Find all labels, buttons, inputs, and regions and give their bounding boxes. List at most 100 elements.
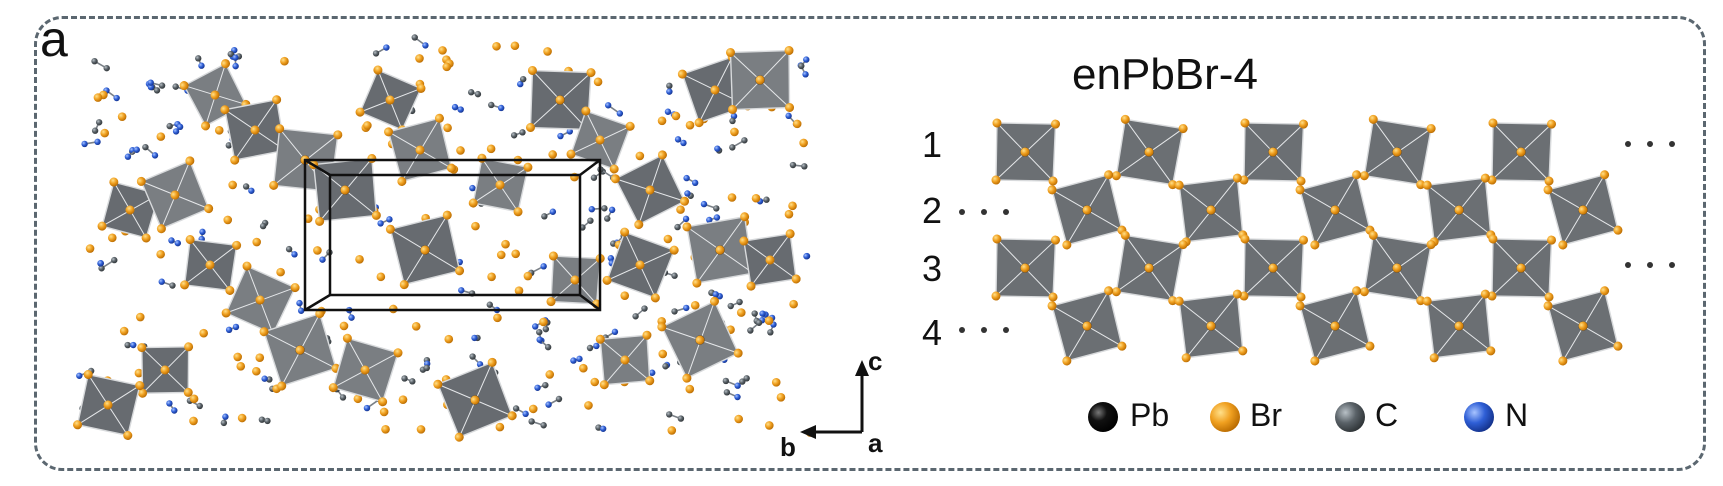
unit-cell-outline xyxy=(303,158,602,312)
br-atom xyxy=(280,56,289,66)
br-atom xyxy=(667,426,677,435)
organic-atom xyxy=(176,123,184,131)
br-atom xyxy=(355,107,365,117)
organic-atom xyxy=(755,319,763,326)
br-atom xyxy=(645,376,655,386)
layer-number-4: 4 xyxy=(922,312,943,353)
br-atom xyxy=(1368,114,1378,124)
organic-atom xyxy=(700,200,708,208)
organic-atom xyxy=(730,112,738,120)
octahedron xyxy=(1047,286,1127,366)
organic-atom xyxy=(734,393,741,401)
organic-atom xyxy=(517,80,524,88)
br-atom xyxy=(595,334,605,344)
organic-atom xyxy=(98,265,105,272)
br-atom xyxy=(1296,176,1306,186)
br-atom xyxy=(1600,170,1610,180)
br-atom xyxy=(1310,356,1320,366)
br-atom xyxy=(590,377,600,387)
br-atom xyxy=(269,180,279,190)
br-atom xyxy=(1544,292,1554,302)
organic-atom xyxy=(91,57,98,65)
organic-atom xyxy=(729,117,736,125)
legend-sphere-br xyxy=(1210,402,1240,432)
br-atom xyxy=(160,365,170,375)
continuation-dots xyxy=(959,141,1675,333)
organic-atom xyxy=(486,301,493,308)
br-atom xyxy=(97,221,107,231)
br-atom xyxy=(685,120,695,130)
br-atom xyxy=(185,156,195,166)
organic-atom xyxy=(751,310,758,317)
br-atom xyxy=(446,163,456,173)
br-atom xyxy=(138,388,148,398)
organic-atom xyxy=(153,87,161,94)
br-atom xyxy=(1352,286,1362,296)
octahedron xyxy=(1487,234,1557,302)
br-atom xyxy=(733,348,743,358)
octahedron xyxy=(566,106,635,174)
br-atom xyxy=(1299,235,1309,245)
br-atom xyxy=(255,295,265,305)
octahedron xyxy=(1543,286,1623,366)
br-atom xyxy=(1295,185,1305,195)
organic-atom xyxy=(174,239,182,247)
organic-atom xyxy=(540,263,547,270)
organic-atom xyxy=(423,364,431,372)
br-atom xyxy=(141,233,151,243)
organic-atom xyxy=(147,79,154,86)
br-atom xyxy=(493,313,502,323)
organic-atom xyxy=(158,82,166,89)
br-atom xyxy=(715,245,725,255)
octahedron xyxy=(546,251,605,309)
br-atom xyxy=(353,394,363,404)
br-atom xyxy=(1558,240,1568,250)
br-atom xyxy=(1330,321,1340,331)
br-atom xyxy=(272,95,282,105)
organic-atom xyxy=(798,62,805,70)
br-atom xyxy=(1359,171,1369,181)
br-atom xyxy=(73,420,83,430)
organic-atom xyxy=(113,94,120,102)
br-atom xyxy=(199,328,208,338)
br-atom xyxy=(179,81,189,91)
octahedron xyxy=(1174,173,1248,247)
br-atom xyxy=(1111,171,1121,181)
br-atom xyxy=(420,245,430,255)
organic-atom xyxy=(729,144,736,151)
br-atom xyxy=(523,271,533,281)
octahedron xyxy=(725,46,795,115)
br-atom xyxy=(1544,176,1554,186)
organic-atom xyxy=(632,313,639,320)
br-atom xyxy=(788,201,797,211)
organic-atom xyxy=(803,253,810,260)
organic-atom xyxy=(734,382,741,389)
br-atom xyxy=(415,54,424,63)
br-atom xyxy=(156,249,165,259)
organic-atom xyxy=(94,138,101,146)
br-atom xyxy=(1454,205,1464,215)
br-atom xyxy=(523,162,533,172)
br-atom xyxy=(277,381,287,391)
organic-atom xyxy=(723,389,731,396)
br-atom xyxy=(342,333,352,343)
organic-atom xyxy=(422,42,429,49)
organic-atom xyxy=(296,299,303,307)
organic-atom xyxy=(601,205,608,212)
organic-atom xyxy=(536,328,543,336)
br-atom xyxy=(539,317,548,327)
organic-atom xyxy=(510,132,518,139)
br-atom xyxy=(765,421,774,430)
br-atom xyxy=(315,216,325,226)
br-atom xyxy=(1120,230,1130,240)
br-atom xyxy=(1181,353,1191,363)
br-atom xyxy=(1111,287,1121,297)
br-atom xyxy=(397,176,407,186)
br-atom xyxy=(495,180,505,190)
br-atom xyxy=(1117,341,1127,351)
organic-atom xyxy=(103,64,110,72)
br-atom xyxy=(635,151,645,161)
organic-atom xyxy=(604,102,612,109)
br-atom xyxy=(584,401,593,410)
organic-atom xyxy=(386,216,393,223)
